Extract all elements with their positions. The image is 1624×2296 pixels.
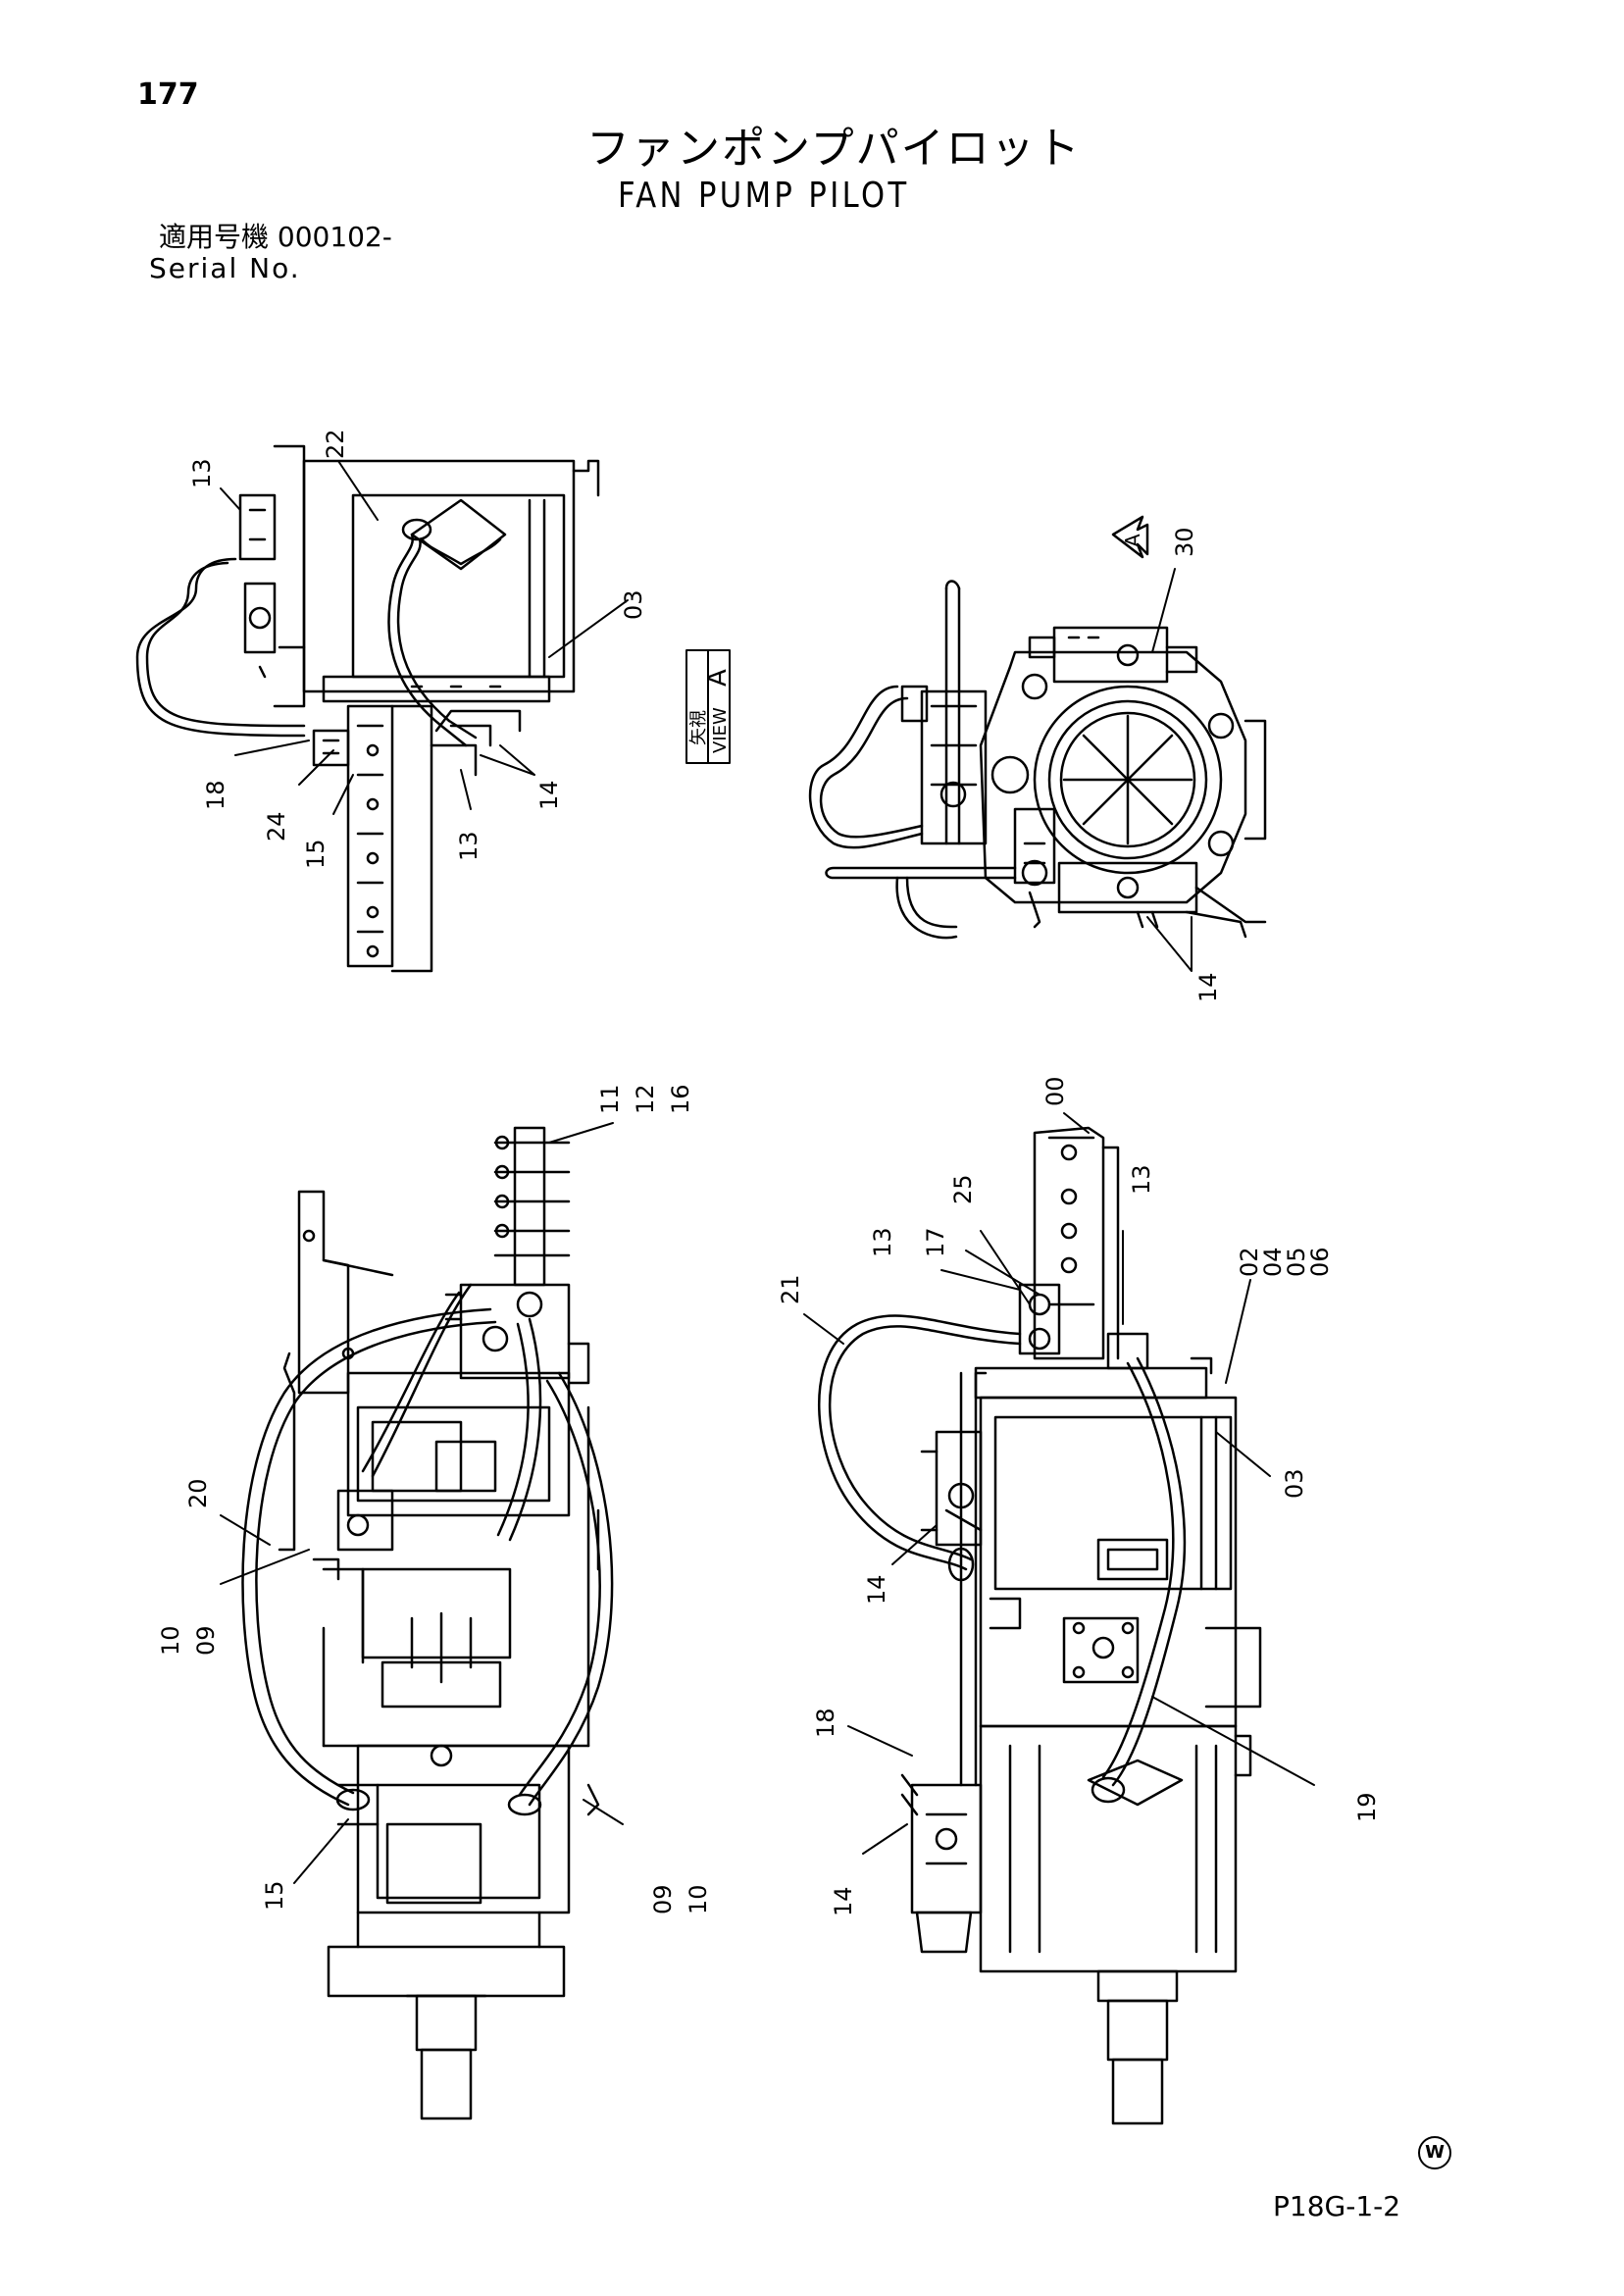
- callout-v1-22: 22: [322, 429, 349, 459]
- callout-v3-10b: 10: [685, 1884, 712, 1914]
- callout-v4-14b: 14: [830, 1886, 857, 1916]
- copyright-mark: W: [1418, 2136, 1451, 2169]
- callout-v4-14: 14: [863, 1574, 890, 1605]
- view-box-jp: 矢視: [688, 710, 709, 745]
- callout-v4-13: 13: [1128, 1164, 1155, 1195]
- callout-v1-18: 18: [202, 780, 229, 810]
- callout-labels: 13 22 03 18 24 15 13 14 矢視 VIEW A A 30 1…: [157, 429, 1381, 1916]
- callout-v4-05: 05: [1283, 1247, 1310, 1277]
- view-side-lower-right: [818, 1126, 1262, 2125]
- callout-v4-19: 19: [1353, 1792, 1381, 1822]
- view-box-en: VIEW: [710, 707, 731, 753]
- view-arrow-a: [1111, 515, 1149, 559]
- title-english: FAN PUMP PILOT: [618, 176, 910, 216]
- leaders-view-3: [220, 1122, 624, 1884]
- callout-v4-17: 17: [922, 1227, 949, 1257]
- title-japanese: ファンポンプパイロット: [586, 124, 1082, 174]
- callout-v3-15: 15: [261, 1880, 288, 1911]
- callout-v4-02: 02: [1236, 1247, 1263, 1277]
- serial-label-japanese: 適用号機 000102-: [159, 221, 392, 253]
- view-box-letter: A: [703, 669, 733, 687]
- callout-v3-09b: 09: [649, 1884, 677, 1914]
- callout-v3-11: 11: [596, 1084, 624, 1114]
- view-side-upper-left: [135, 444, 600, 973]
- callout-v3-10: 10: [157, 1625, 184, 1656]
- callout-v1-13: 13: [188, 458, 216, 488]
- view-arrow-letter: A: [1121, 534, 1144, 547]
- callout-v1-15: 15: [302, 839, 330, 869]
- view-end-upper-right: [808, 580, 1267, 940]
- callout-v4-13b: 13: [869, 1227, 896, 1257]
- callout-v3-09: 09: [192, 1625, 220, 1656]
- callout-v1-13b: 13: [455, 831, 482, 861]
- callout-v1-24: 24: [263, 811, 290, 842]
- callout-v4-25: 25: [949, 1174, 977, 1204]
- callout-v1-14: 14: [535, 780, 563, 810]
- leaders-view-2: [1146, 568, 1193, 972]
- leaders-view-4: [803, 1112, 1315, 1855]
- serial-label-english: Serial No.: [149, 252, 301, 284]
- drawing-code: P18G-1-2: [1273, 2190, 1401, 2222]
- callout-v2-30: 30: [1171, 527, 1198, 557]
- callout-v4-21: 21: [777, 1274, 804, 1304]
- view-top-lower-left: [241, 1126, 614, 2120]
- callout-v4-00: 00: [1041, 1076, 1069, 1106]
- page-number: 177: [137, 77, 199, 112]
- callout-v1-03: 03: [620, 589, 647, 620]
- callout-v3-16: 16: [667, 1084, 694, 1114]
- callout-v4-18: 18: [812, 1708, 839, 1738]
- callout-v4-04: 04: [1259, 1247, 1287, 1277]
- callout-v4-06: 06: [1306, 1247, 1334, 1277]
- callout-v4-03: 03: [1281, 1468, 1308, 1499]
- callout-v2-14: 14: [1194, 972, 1222, 1002]
- callout-v3-12: 12: [632, 1084, 659, 1114]
- callout-v3-20: 20: [184, 1478, 212, 1508]
- leaders-view-1: [220, 460, 629, 815]
- view-a-label-box: [685, 649, 731, 764]
